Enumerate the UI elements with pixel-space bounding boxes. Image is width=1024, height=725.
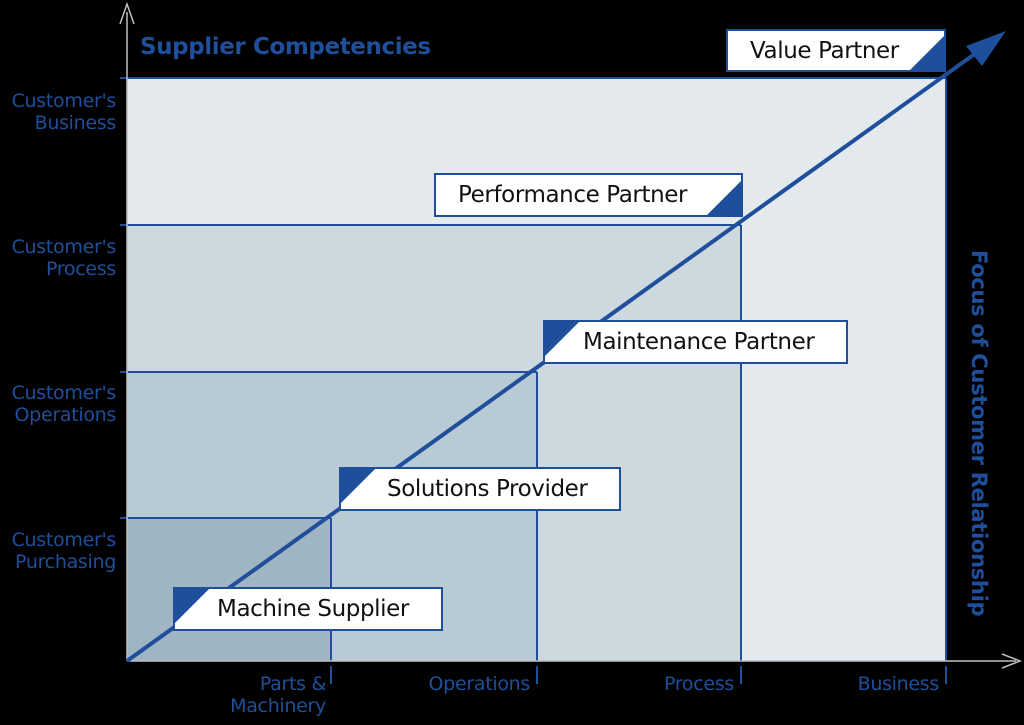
stage-corner-marker	[175, 589, 209, 623]
stage-label: Solutions Provider	[387, 476, 588, 502]
x-label-operations: Operations	[400, 673, 531, 695]
x-axis-arrow	[1001, 653, 1023, 669]
y-label-operations-line1: Customer's	[11, 382, 117, 404]
x-label-process: Process	[610, 673, 734, 695]
side-axis-label: Focus of Customer Relationship	[967, 250, 991, 617]
x-label-parts-line2: Machinery	[230, 695, 326, 717]
y-label-operations: Customer's Operations	[0, 382, 117, 426]
x-label-parts-line1: Parts &	[259, 673, 326, 695]
stage-label: Value Partner	[750, 37, 899, 64]
x-label-process-text: Process	[664, 673, 734, 695]
stage-label: Machine Supplier	[217, 596, 409, 622]
stage-label: Performance Partner	[458, 182, 688, 208]
stage-performance-partner: Performance Partner	[434, 173, 743, 217]
x-label-parts-machinery: Parts & Machinery	[206, 673, 326, 717]
y-label-business: Customer's Business	[0, 90, 117, 134]
y-label-process-line1: Customer's	[11, 236, 117, 258]
stage-label: Maintenance Partner	[583, 329, 815, 355]
y-label-purchasing-line2: Purchasing	[15, 551, 116, 573]
y-label-purchasing-line1: Customer's	[11, 529, 117, 551]
stage-corner-marker	[707, 181, 741, 215]
y-axis-arrow	[119, 1, 135, 25]
x-label-business: Business	[815, 673, 940, 695]
y-label-process-line2: Process	[46, 258, 116, 280]
x-label-operations-text: Operations	[428, 673, 531, 695]
diagram-title: Supplier Competencies	[140, 34, 431, 60]
stage-corner-marker	[910, 36, 944, 70]
growth-arrow-head	[966, 31, 1006, 66]
stage-corner-marker	[545, 322, 579, 356]
x-label-business-text: Business	[857, 673, 940, 695]
y-label-business-line2: Business	[34, 112, 117, 134]
y-label-operations-line2: Operations	[14, 404, 117, 426]
stage-maintenance-partner: Maintenance Partner	[543, 320, 848, 364]
y-label-process: Customer's Process	[0, 236, 117, 280]
y-label-business-line1: Customer's	[11, 90, 117, 112]
stage-value-partner: Value Partner	[726, 29, 946, 72]
stage-corner-marker	[341, 469, 375, 503]
stage-machine-supplier: Machine Supplier	[173, 587, 443, 631]
stage-solutions-provider: Solutions Provider	[339, 467, 621, 511]
y-label-purchasing: Customer's Purchasing	[0, 529, 117, 573]
